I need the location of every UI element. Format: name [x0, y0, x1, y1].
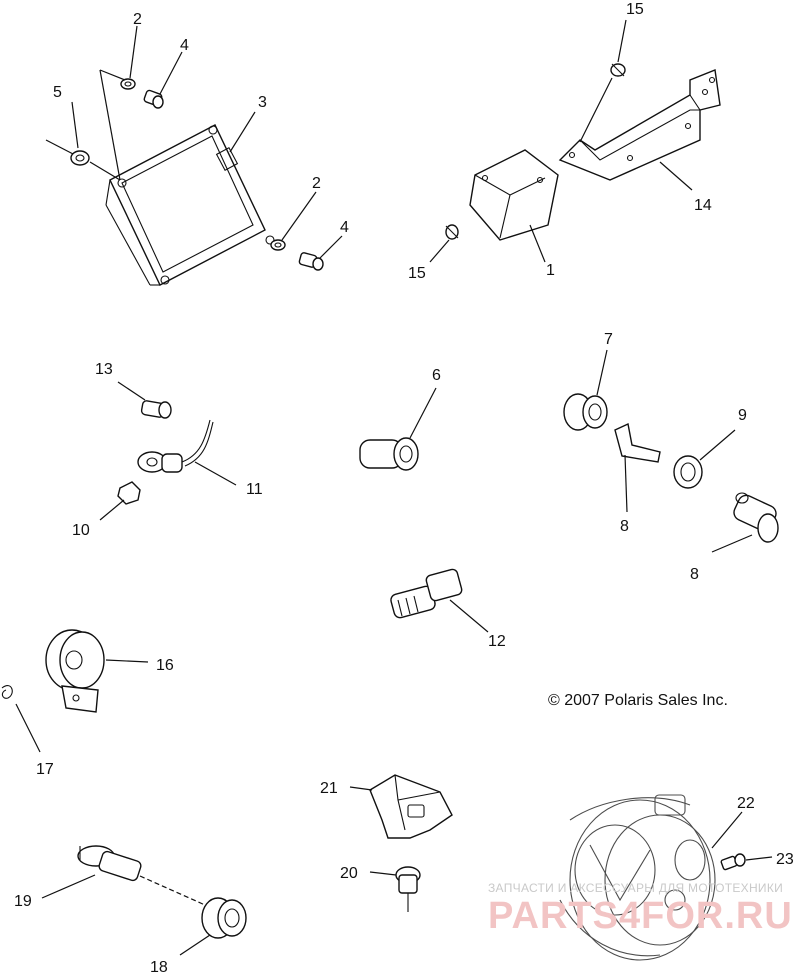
callout-12: 12: [488, 633, 506, 650]
callout-6: 6: [432, 367, 441, 384]
callout-23: 23: [776, 851, 794, 868]
leader-line: [89, 161, 121, 181]
callout-13: 13: [95, 361, 113, 378]
sensor-8: [733, 492, 779, 543]
callout-22: 22: [737, 795, 755, 812]
sensor-11: [137, 419, 214, 473]
callout-1: 1: [546, 262, 555, 279]
leader-line: [449, 599, 489, 633]
leader-line: [617, 19, 627, 63]
callout-19: 19: [14, 893, 32, 910]
bolt-13: [140, 400, 172, 419]
leader-line: [129, 25, 138, 79]
washer-right: [270, 239, 286, 251]
leader-line: [45, 139, 76, 156]
leader-line: [745, 856, 773, 861]
leader-line: [15, 703, 41, 753]
leader-line: [159, 51, 183, 95]
leader-line: [105, 659, 149, 663]
washer-top: [120, 78, 136, 90]
callout-7: 7: [604, 331, 613, 348]
callout-21: 21: [320, 780, 338, 797]
sensor-6: [359, 437, 419, 471]
leader-line: [429, 239, 450, 263]
leader-line: [194, 461, 237, 486]
leader-line: [71, 101, 79, 149]
leader-line: [139, 875, 206, 906]
callout-5: 5: [53, 84, 62, 101]
leader-line: [281, 191, 317, 241]
leader-line: [319, 235, 343, 259]
watermark-tagline: ЗАПЧАСТИ И АКСЕССУАРЫ ДЛЯ МОТОТЕХНИКИ: [488, 881, 783, 895]
callout-11: 11: [246, 481, 263, 498]
callout-8: 8: [690, 566, 699, 583]
callout-14: 14: [694, 197, 712, 214]
mounting-bracket: [558, 69, 721, 181]
screw-15-top: [610, 63, 626, 77]
callout-10: 10: [72, 522, 90, 539]
grommet-18: [201, 897, 247, 939]
screw-15-bottom: [445, 224, 459, 240]
leader-line: [41, 874, 96, 899]
sensor-12: [390, 568, 463, 619]
nut-10: [117, 481, 141, 505]
callout-2: 2: [133, 11, 142, 28]
leader-line: [409, 387, 437, 439]
clip-8: [614, 422, 661, 463]
callout-2: 2: [312, 175, 321, 192]
leader-line: [596, 349, 608, 396]
leader-line: [699, 429, 736, 461]
leader-line: [229, 111, 256, 153]
callout-4: 4: [340, 219, 349, 236]
callout-20: 20: [340, 865, 358, 882]
callout-3: 3: [258, 94, 267, 111]
leader-line: [579, 77, 613, 143]
leader-line: [659, 161, 693, 191]
leader-line: [99, 499, 125, 521]
knock-sensor-16: [45, 629, 105, 713]
washer-left: [70, 150, 90, 166]
ecu-module: [105, 124, 275, 286]
watermark-brand: PARTS4FOR.RU: [488, 895, 793, 937]
leader-line: [349, 786, 373, 791]
bolt-top: [143, 89, 164, 109]
sensor-20: [395, 866, 421, 912]
callout-16: 16: [156, 657, 174, 674]
leader-line: [369, 871, 397, 876]
bolt-right: [298, 252, 324, 271]
leader-line: [117, 381, 146, 401]
callout-9: 9: [738, 407, 747, 424]
screw-23: [720, 853, 746, 871]
leader-line: [529, 224, 546, 263]
leader-line: [711, 534, 753, 553]
leader-line: [99, 69, 121, 181]
sensor-7: [563, 393, 608, 431]
callout-8: 8: [620, 518, 629, 535]
callout-15: 15: [626, 1, 644, 18]
leader-line: [624, 454, 628, 513]
callout-15: 15: [408, 265, 426, 282]
throttle-body-22: [559, 794, 716, 961]
sensor-19: [77, 845, 142, 882]
seal-9: [673, 455, 703, 489]
callout-4: 4: [180, 37, 189, 54]
copyright-text: © 2007 Polaris Sales Inc.: [548, 692, 728, 709]
clip-17: [1, 685, 13, 699]
callout-17: 17: [36, 761, 54, 778]
relay-box: [469, 149, 559, 241]
leader-line: [179, 934, 211, 956]
callout-18: 18: [150, 959, 168, 976]
leader-line: [711, 811, 743, 849]
sensor-21: [369, 774, 453, 839]
